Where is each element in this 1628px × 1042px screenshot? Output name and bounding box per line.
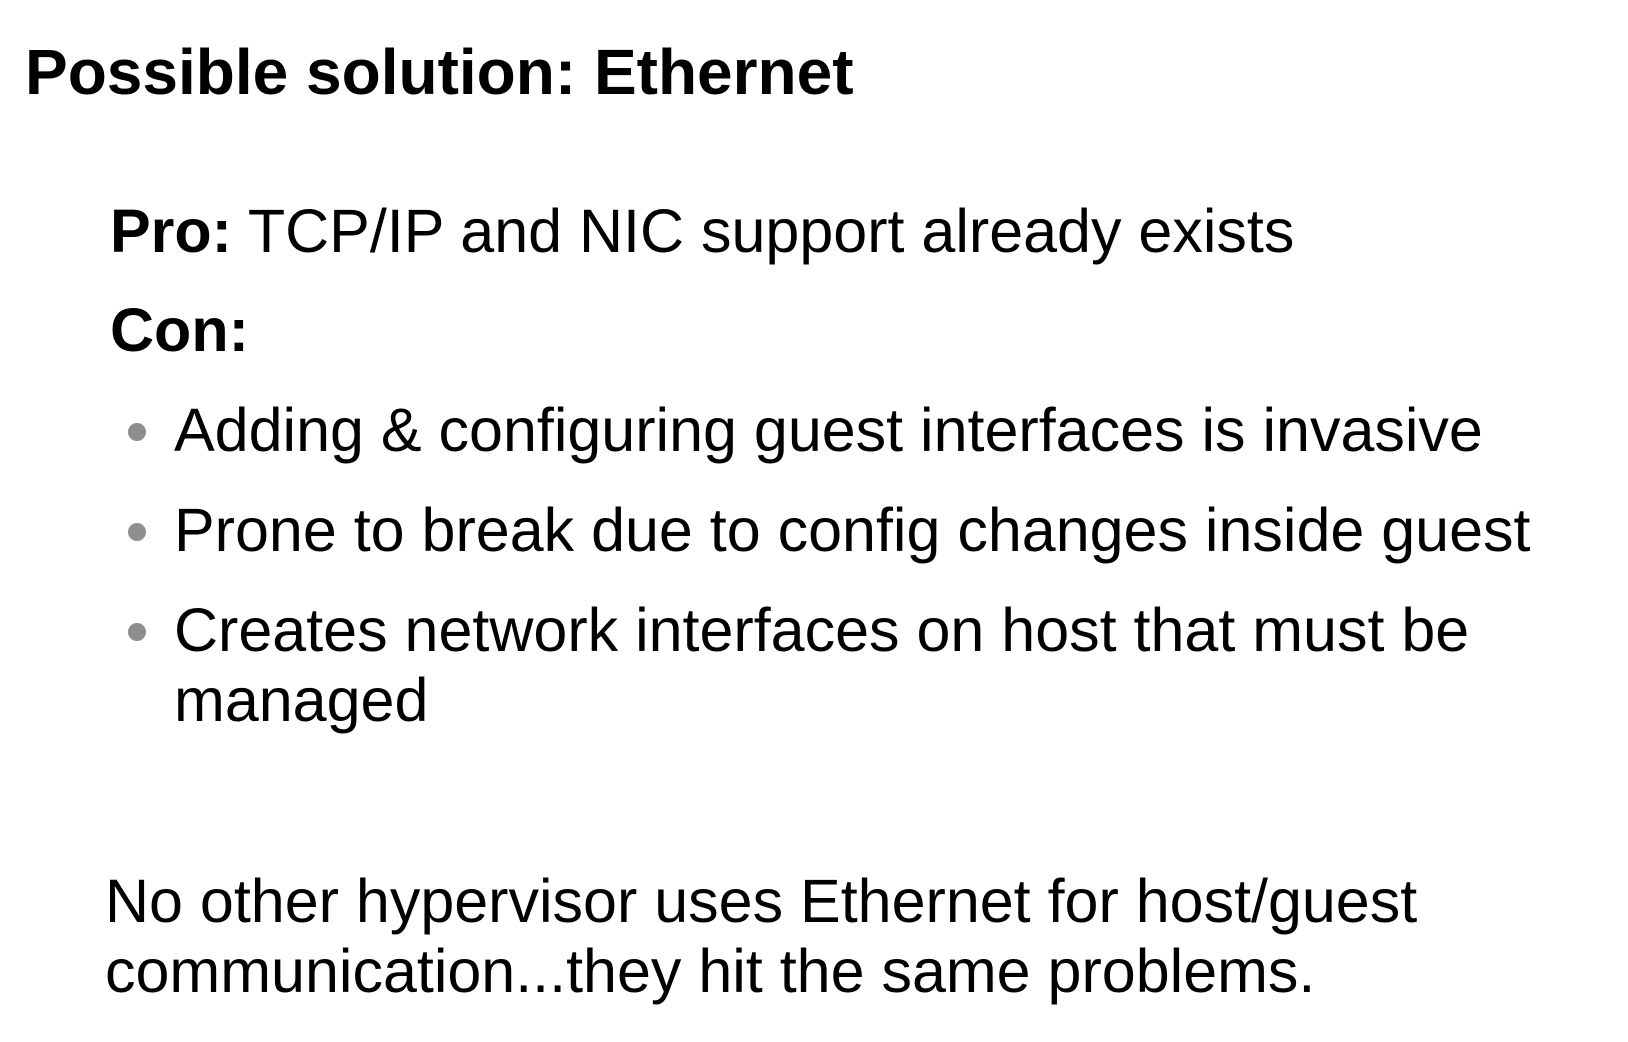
- slide-title: Possible solution: Ethernet: [25, 36, 854, 108]
- bullet-icon: [128, 423, 146, 441]
- con-list-item: Creates network interfaces on host that …: [124, 595, 1604, 735]
- con-item-text: Adding & configuring guest interfaces is…: [174, 396, 1483, 464]
- con-list-item: Adding & configuring guest interfaces is…: [124, 395, 1604, 465]
- con-item-text: Prone to break due to config changes ins…: [174, 496, 1531, 564]
- pro-text: TCP/IP and NIC support already exists: [232, 197, 1295, 265]
- bullet-icon: [128, 523, 146, 541]
- closing-statement: No other hypervisor uses Ethernet for ho…: [105, 867, 1418, 1005]
- con-item-text: Creates network interfaces on host that …: [174, 596, 1470, 734]
- bullet-icon: [128, 623, 146, 641]
- con-label: Con:: [110, 296, 249, 364]
- pro-line: Pro: TCP/IP and NIC support already exis…: [110, 196, 1294, 266]
- con-list-item: Prone to break due to config changes ins…: [124, 495, 1604, 565]
- pro-label: Pro:: [110, 197, 232, 265]
